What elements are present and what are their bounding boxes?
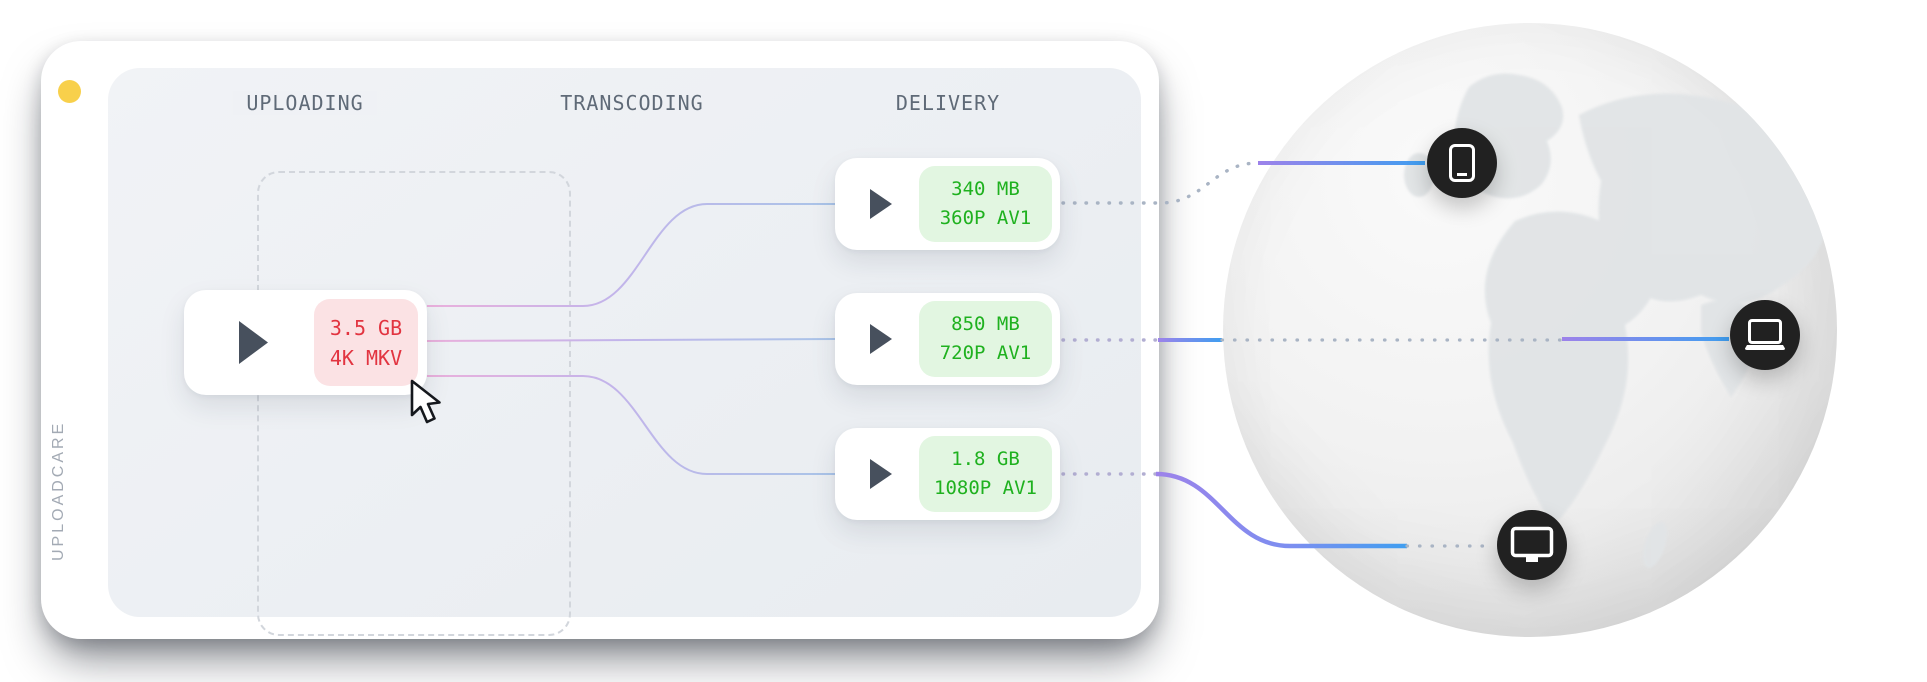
output-card-1080p: 1.8 GB 1080P AV1 — [835, 428, 1060, 520]
play-button[interactable] — [193, 319, 314, 366]
tv-icon — [1510, 526, 1554, 562]
source-file-badge: 3.5 GB 4K MKV — [314, 299, 418, 386]
play-icon — [870, 459, 892, 489]
output-size: 1.8 GB — [951, 448, 1020, 470]
device-node-laptop — [1730, 300, 1800, 370]
output-badge: 340 MB 360P AV1 — [919, 166, 1052, 242]
play-icon — [870, 324, 892, 354]
output-format: 1080P AV1 — [934, 477, 1037, 499]
stage-label-transcoding: TRANSCODING — [560, 91, 704, 115]
continent-madagascar — [1642, 521, 1668, 569]
output-size: 850 MB — [951, 313, 1020, 335]
source-file-size: 3.5 GB — [329, 315, 403, 340]
output-badge: 850 MB 720P AV1 — [919, 301, 1052, 377]
upload-dropzone[interactable] — [257, 171, 571, 636]
play-icon — [870, 189, 892, 219]
smartphone-icon — [1449, 144, 1475, 182]
play-icon — [239, 321, 268, 364]
device-node-tv — [1497, 510, 1567, 580]
stage-label-delivery: DELIVERY — [895, 91, 1001, 115]
output-card-720p: 850 MB 720P AV1 — [835, 293, 1060, 385]
laptop-icon — [1745, 319, 1785, 350]
play-button[interactable] — [843, 187, 919, 221]
device-node-phone — [1427, 128, 1497, 198]
continent-africa — [1484, 211, 1665, 525]
stage-label-uploading: UPLOADING — [232, 91, 378, 115]
source-file-format: 4K MKV — [329, 345, 403, 370]
output-card-360p: 340 MB 360P AV1 — [835, 158, 1060, 250]
brand-vertical-label: UPLOADCARE — [50, 420, 67, 562]
output-format: 360P AV1 — [939, 207, 1032, 229]
output-format: 720P AV1 — [939, 342, 1032, 364]
continent-asia — [1579, 93, 1830, 303]
window-control-dot[interactable] — [58, 80, 81, 103]
play-button[interactable] — [843, 322, 919, 356]
play-button[interactable] — [843, 457, 919, 491]
source-file-card: 3.5 GB 4K MKV — [184, 290, 427, 395]
output-size: 340 MB — [951, 178, 1020, 200]
output-badge: 1.8 GB 1080P AV1 — [919, 436, 1052, 512]
